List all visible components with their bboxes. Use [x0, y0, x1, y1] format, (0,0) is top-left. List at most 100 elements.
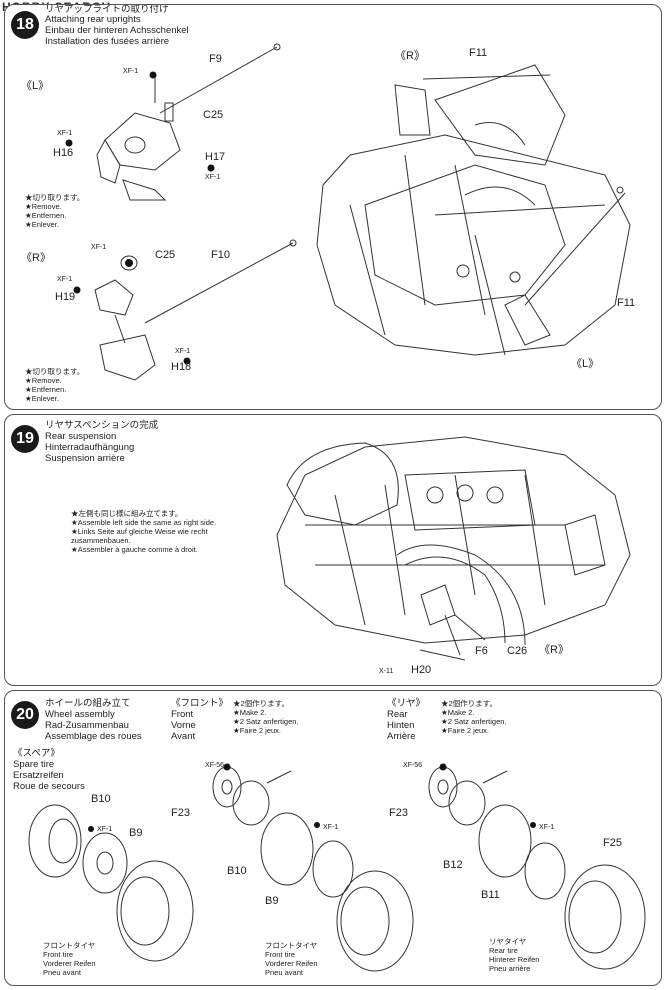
part-b10-front: B10	[227, 865, 247, 877]
step-20-panel: 20 ホイールの組み立て Wheel assembly Rad-Zusammen…	[4, 690, 662, 986]
make2-rear-de: ★2 Satz anfertigen.	[441, 717, 507, 726]
assemble-note-4: zusammenbauen.	[71, 536, 131, 545]
front-label-jp: 《フロント》	[171, 698, 229, 709]
step-18-title-jp: リヤアップライトの取り付け	[45, 4, 169, 15]
part-b9-front: B9	[265, 895, 279, 907]
part-f23-rear: F23	[389, 807, 408, 819]
side-label-l2: 《L》	[571, 358, 600, 370]
part-b9-spare: B9	[129, 827, 143, 839]
step-18-title-de: Einbau der hinteren Achsschenkel	[45, 25, 189, 36]
xf1-label-6: XF-1	[175, 348, 191, 355]
part-b11: B11	[481, 889, 500, 901]
remove-note-fr-1: ★Enlever.	[25, 220, 59, 229]
remove-note-en-2: ★Remove.	[25, 376, 62, 385]
remove-note-de-2: ★Entfernen.	[25, 385, 67, 394]
front-tire-spare-en: Front tire	[43, 950, 74, 959]
xf1-label-1: XF-1	[123, 68, 139, 75]
step-18-title-en: Attaching rear uprights	[45, 14, 141, 25]
part-h17: H17	[205, 151, 226, 163]
part-f10: F10	[211, 249, 230, 261]
spare-label-jp: 《スペア》	[13, 748, 60, 759]
part-c25-l: C25	[203, 109, 224, 121]
spare-label-fr: Roue de secours	[13, 781, 85, 792]
xf1-label-2: XF-1	[57, 130, 73, 137]
make2-front-de: ★2 Satz anfertigen.	[233, 717, 299, 726]
front-tire-en: Front tire	[265, 950, 296, 959]
x11-label: X-11	[379, 668, 394, 675]
xf1-label-4: XF-1	[91, 244, 107, 251]
remove-note-en-1: ★Remove.	[25, 202, 62, 211]
assemble-note-2: ★Assemble left side the same as right si…	[71, 518, 217, 527]
rear-label-de: Hinten	[387, 720, 415, 731]
part-f25: F25	[603, 837, 622, 849]
side-label-r: 《R》	[21, 252, 51, 264]
remove-note-jp-1: ★切り取ります。	[25, 193, 85, 202]
xf1-front: XF-1	[323, 824, 339, 831]
front-tire-spare-de: Vorderer Reifen	[43, 959, 96, 968]
assemble-note-5: ★Assembler à gauche comme à droit.	[71, 545, 198, 554]
xf56-rear: XF-56	[403, 762, 423, 769]
front-tire-de: Vorderer Reifen	[265, 959, 318, 968]
remove-note-fr-2: ★Enlever.	[25, 394, 59, 403]
front-tire-jp: フロントタイヤ	[265, 941, 318, 950]
step-19-panel: 19 リヤサスペンションの完成 Rear suspension Hinterra…	[4, 414, 662, 686]
front-label-en: Front	[171, 709, 194, 720]
step-20-title-fr: Assemblage des roues	[45, 731, 142, 742]
xf1-rear: XF-1	[539, 824, 555, 831]
part-c26: C26	[507, 645, 528, 657]
step-19-number: 19	[11, 425, 39, 453]
part-h19: H19	[55, 291, 76, 303]
xf1-label-3: XF-1	[205, 174, 221, 181]
step-18-illustration	[65, 43, 631, 381]
make2-front-fr: ★Faire 2 jeux.	[233, 726, 281, 735]
rear-tire-de: Hinterer Reifen	[489, 955, 540, 964]
rear-tire-en: Rear tire	[489, 946, 518, 955]
side-label-l: 《L》	[21, 80, 50, 92]
step-19-illustration	[276, 436, 631, 661]
step-19-title-de: Hinterradaufhängung	[45, 442, 135, 453]
front-label-fr: Avant	[171, 731, 196, 742]
assemble-note-1: ★左側も同じ様に組み立てます。	[71, 509, 183, 518]
step-20-number: 20	[11, 701, 39, 729]
assemble-note-3: ★Links Seite auf gleiche Weise wie recht	[71, 527, 208, 536]
rear-label-fr: Arrière	[387, 731, 416, 742]
step-20-title-de: Rad-Zusammenbau	[45, 720, 129, 731]
part-h18: H18	[171, 361, 192, 373]
front-tire-spare-jp: フロントタイヤ	[43, 941, 96, 950]
part-h16: H16	[53, 147, 74, 159]
spare-label-de: Ersatzreifen	[13, 770, 64, 781]
step-18-panel: 18 リヤアップライトの取り付け Attaching rear uprights…	[4, 4, 662, 410]
remove-note-jp-2: ★切り取ります。	[25, 367, 85, 376]
xf56-front: XF-56	[205, 762, 225, 769]
part-f6: F6	[475, 645, 488, 657]
step-20-title-jp: ホイールの組み立て	[45, 698, 131, 709]
rear-tire-fr: Pneu arrière	[489, 964, 531, 973]
make2-rear-jp: ★2個作ります。	[441, 699, 497, 708]
rear-tire-jp: リヤタイヤ	[489, 937, 527, 946]
xf1-label-5: XF-1	[57, 276, 73, 283]
part-f11-top: F11	[469, 47, 488, 59]
rear-label-en: Rear	[387, 709, 408, 720]
make2-front-jp: ★2個作ります。	[233, 699, 289, 708]
front-tire-spare-fr: Pneu avant	[43, 968, 81, 977]
part-h20: H20	[411, 664, 432, 676]
step-20-illustration	[28, 763, 646, 972]
part-b12: B12	[443, 859, 463, 871]
step-18-number: 18	[11, 11, 39, 39]
xf1-spare: XF-1	[97, 826, 113, 833]
step-19-title-fr: Suspension arrière	[45, 453, 125, 464]
remove-note-de-1: ★Entfernen.	[25, 211, 67, 220]
make2-rear-fr: ★Faire 2 jeux.	[441, 726, 489, 735]
part-f11-right: F11	[617, 297, 636, 309]
front-tire-fr: Pneu avant	[265, 968, 303, 977]
step-19-title-en: Rear suspension	[45, 431, 117, 442]
part-b10-spare: B10	[91, 793, 111, 805]
front-label-de: Vorne	[171, 720, 196, 731]
step-19-title-jp: リヤサスペンションの完成	[45, 420, 159, 431]
spare-label-en: Spare tire	[13, 759, 55, 770]
step-18-title-fr: Installation des fusées arrière	[45, 36, 170, 47]
part-f9: F9	[209, 53, 222, 65]
side-label-r2: 《R》	[395, 50, 425, 62]
make2-rear-en: ★Make 2.	[441, 708, 475, 717]
part-f23-front: F23	[171, 807, 190, 819]
